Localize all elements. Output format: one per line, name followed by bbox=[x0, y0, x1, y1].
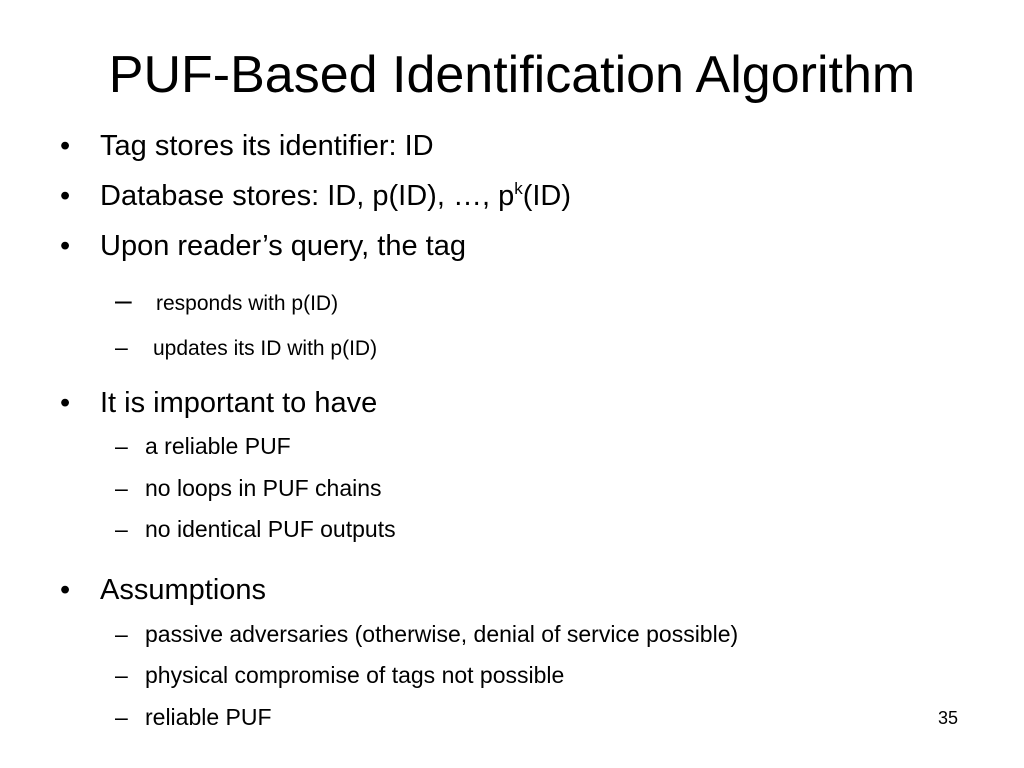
dash-mark: – bbox=[115, 475, 128, 501]
dash-mark: – bbox=[115, 621, 128, 647]
bullet-assumptions: • Assumptions bbox=[60, 572, 266, 608]
dash-mark: – bbox=[115, 662, 128, 688]
bullet-text: Assumptions bbox=[100, 574, 267, 606]
bullet-database-stores: • Database stores: ID, p(ID), …, pk(ID) bbox=[60, 178, 571, 214]
slide-title: PUF-Based Identification Algorithm bbox=[108, 46, 916, 104]
sub-item-responds: – responds with p(ID) bbox=[115, 286, 338, 319]
bullet-text: It is important to have bbox=[100, 387, 378, 419]
bullet-tag-stores: • Tag stores its identifier: ID bbox=[60, 128, 434, 164]
sub-item-text: no identical PUF outputs bbox=[145, 516, 396, 542]
sub-item-no-identical: –no identical PUF outputs bbox=[115, 514, 396, 544]
dash-mark: – bbox=[115, 516, 128, 542]
bullet-mark: • bbox=[60, 130, 71, 162]
page-number: 35 bbox=[938, 708, 959, 728]
dash-mark: – bbox=[115, 334, 128, 360]
bullet-mark: • bbox=[60, 574, 71, 606]
sub-item-text: updates its ID with p(ID) bbox=[153, 337, 378, 360]
sub-item-reliable-puf: –a reliable PUF bbox=[115, 431, 291, 461]
sub-item-text: no loops in PUF chains bbox=[145, 475, 382, 501]
sub-item-no-loops: –no loops in PUF chains bbox=[115, 473, 382, 503]
sub-item-passive-adversaries: –passive adversaries (otherwise, denial … bbox=[115, 619, 738, 649]
superscript-k: k bbox=[514, 179, 523, 198]
bullet-text: Database stores: ID, p(ID), …, p bbox=[100, 180, 515, 212]
sub-item-text: a reliable PUF bbox=[145, 433, 291, 459]
sub-item-updates: – updates its ID with p(ID) bbox=[115, 332, 377, 364]
bullet-text: Upon reader’s query, the tag bbox=[100, 230, 466, 262]
bullet-text-suffix: (ID) bbox=[522, 180, 572, 212]
bullet-mark: • bbox=[60, 387, 71, 419]
bullet-upon-query: • Upon reader’s query, the tag bbox=[60, 228, 466, 264]
bullet-mark: • bbox=[60, 180, 71, 212]
sub-item-text: physical compromise of tags not possible bbox=[145, 662, 565, 688]
dash-mark: – bbox=[115, 704, 128, 730]
sub-item-physical-compromise: –physical compromise of tags not possibl… bbox=[115, 660, 564, 690]
sub-item-reliable-puf-assumption: –reliable PUF bbox=[115, 702, 272, 732]
bullet-important: • It is important to have bbox=[60, 385, 377, 421]
dash-mark: – bbox=[115, 284, 132, 317]
sub-item-text: responds with p(ID) bbox=[156, 292, 339, 315]
bullet-mark: • bbox=[60, 230, 71, 262]
sub-item-text: reliable PUF bbox=[145, 704, 272, 730]
bullet-text: Tag stores its identifier: ID bbox=[100, 130, 434, 162]
sub-item-text: passive adversaries (otherwise, denial o… bbox=[145, 621, 739, 647]
dash-mark: – bbox=[115, 433, 128, 459]
